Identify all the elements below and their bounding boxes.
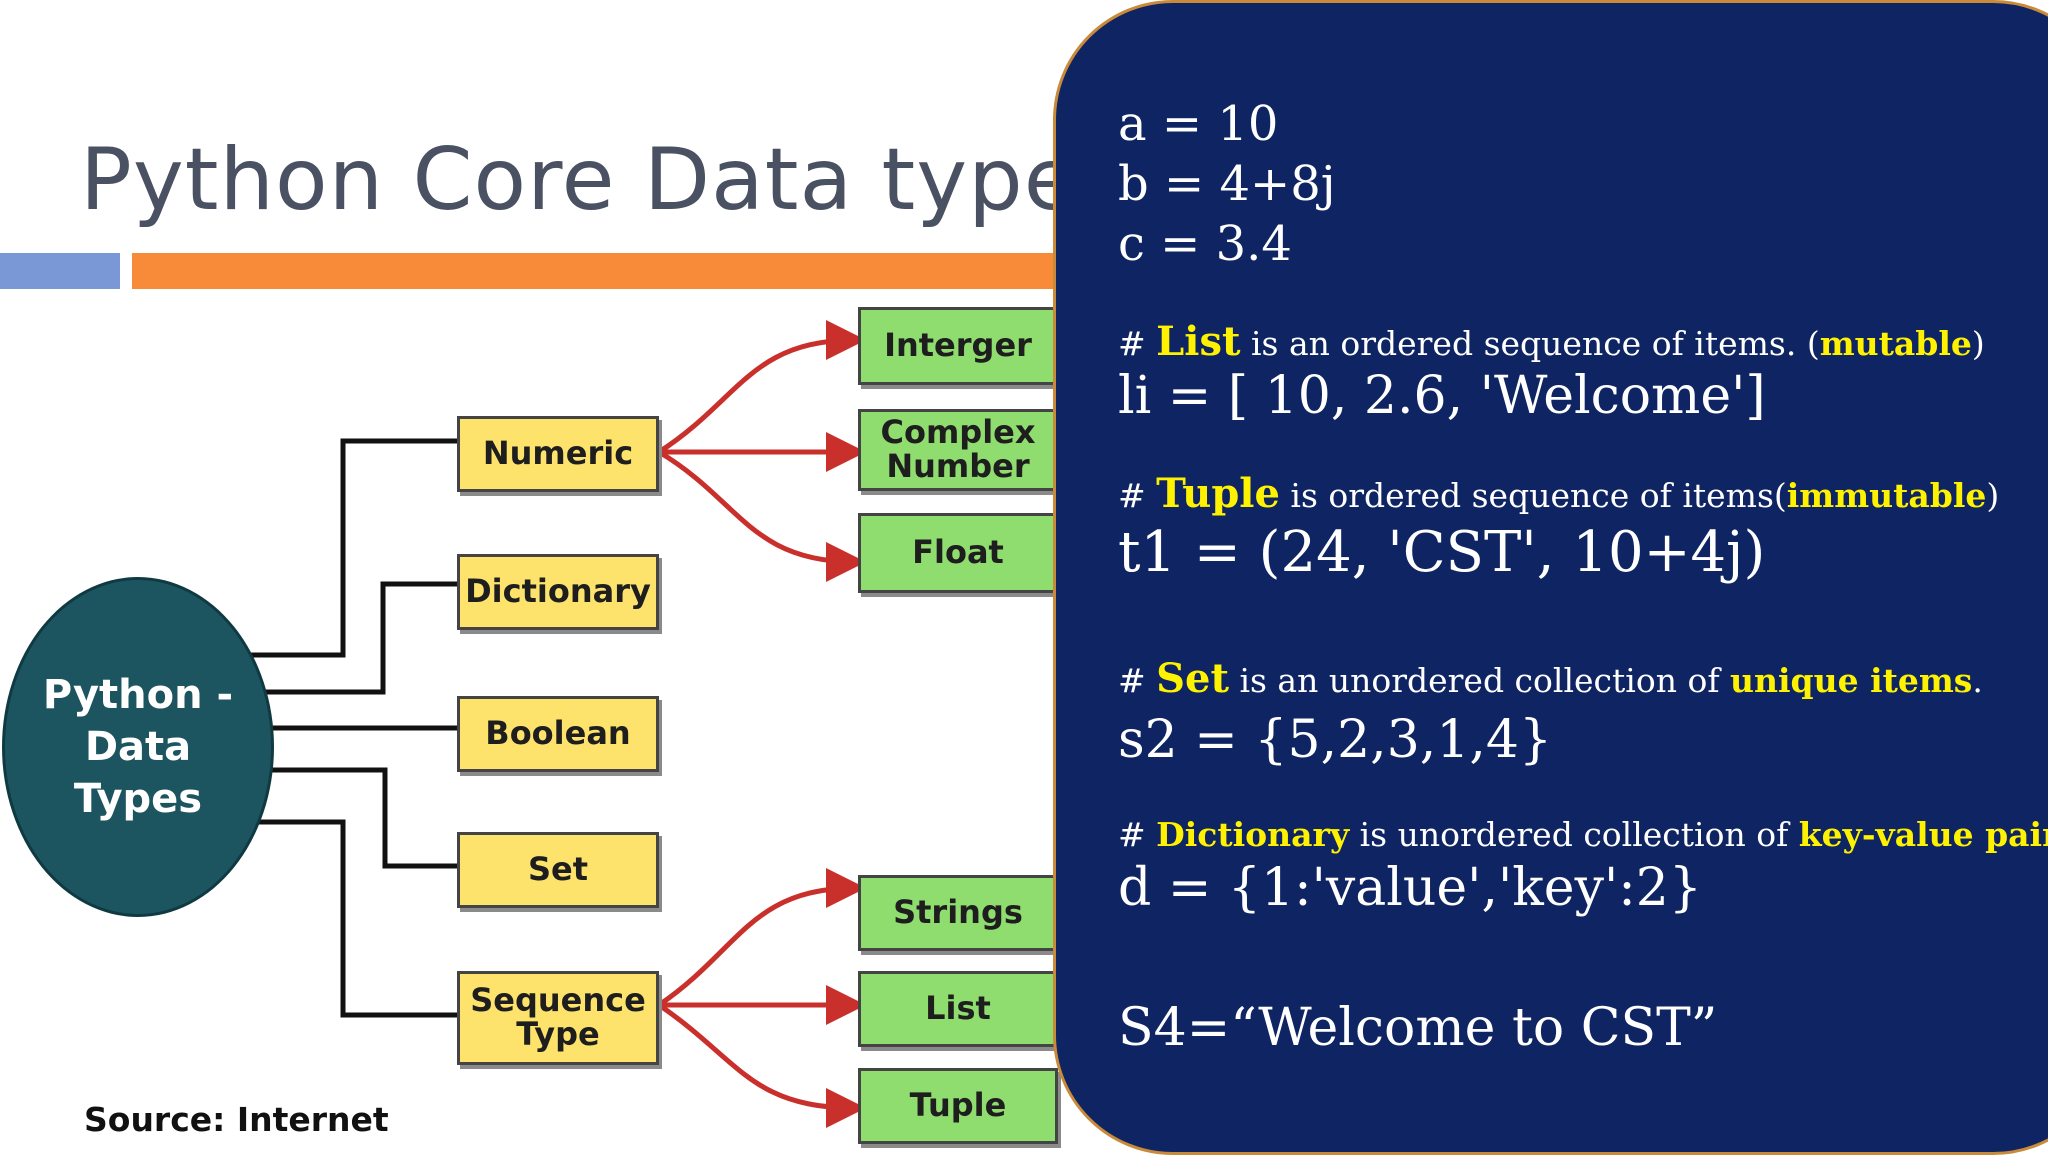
set-unique-items-highlight: unique items <box>1730 661 1973 700</box>
dictionary-comment: # Dictionary is unordered collection of … <box>1118 815 2048 854</box>
list-comment: # List is an ordered sequence of items. … <box>1118 318 1985 365</box>
set-code: s2 = {5,2,3,1,4} <box>1118 710 1553 770</box>
title-accent-bar-orange <box>132 253 1132 289</box>
list-keyword: List <box>1156 318 1241 365</box>
tuple-keyword: Tuple <box>1156 470 1280 517</box>
tuple-comment-text: is ordered sequence of items( <box>1279 476 1787 515</box>
node-dictionary: Dictionary <box>457 554 659 630</box>
code-line-c: c = 3.4 <box>1118 216 1292 272</box>
connector-set <box>268 767 458 869</box>
node-strings: Strings <box>858 875 1058 951</box>
set-comment-hash: # <box>1118 661 1157 700</box>
node-tuple: Tuple <box>858 1068 1058 1144</box>
connector-sequence <box>258 819 458 1018</box>
code-line-b: b = 4+8j <box>1118 156 1336 212</box>
dictionary-comment-text: is unordered collection of <box>1349 815 1799 854</box>
arrow-to-interger <box>657 320 866 455</box>
list-comment-hash: # <box>1118 324 1157 363</box>
list-comment-text: is an ordered sequence of items. ( <box>1240 324 1820 363</box>
string-code: S4=“Welcome to CST” <box>1118 998 1718 1058</box>
tuple-comment-hash: # <box>1118 476 1157 515</box>
slide-title: Python Core Data types <box>80 130 1124 230</box>
tuple-comment: # Tuple is ordered sequence of items(imm… <box>1118 470 1999 517</box>
set-comment: # Set is an unordered collection of uniq… <box>1118 655 1983 702</box>
node-list: List <box>858 971 1058 1047</box>
arrow-to-float <box>657 449 866 582</box>
root-node-label: Python - Data Types <box>42 672 234 822</box>
connector-numeric <box>250 438 458 658</box>
tuple-immutable-highlight: immutable <box>1786 476 1987 515</box>
title-accent-bar-blue <box>0 253 120 289</box>
root-node-python-data-types: Python - Data Types <box>2 577 274 917</box>
source-credit: Source: Internet <box>84 1100 389 1139</box>
dictionary-keyword: Dictionary <box>1156 815 1350 854</box>
list-code: li = [ 10, 2.6, 'Welcome'] <box>1118 366 1766 426</box>
code-line-a: a = 10 <box>1118 96 1279 152</box>
list-mutable-highlight: mutable <box>1819 324 1972 363</box>
node-complex-number: Complex Number <box>858 409 1058 491</box>
arrow-to-strings <box>657 868 866 1008</box>
dictionary-code: d = {1:'value','key':2} <box>1118 858 1702 918</box>
tuple-code: t1 = (24, 'CST', 10+4j) <box>1118 520 1766 585</box>
arrow-to-tuple <box>657 1002 866 1128</box>
set-comment-text: is an unordered collection of <box>1228 661 1731 700</box>
dictionary-comment-hash: # <box>1118 815 1157 854</box>
node-boolean: Boolean <box>457 696 659 772</box>
node-numeric: Numeric <box>457 416 659 492</box>
node-sequence-type: Sequence Type <box>457 971 659 1065</box>
node-set: Set <box>457 832 659 908</box>
set-keyword: Set <box>1156 655 1229 702</box>
node-interger: Interger <box>858 307 1058 385</box>
connector-dictionary <box>262 581 458 695</box>
tuple-comment-end: ) <box>1986 476 2000 515</box>
set-comment-end: . <box>1972 661 1983 700</box>
code-panel <box>1053 0 2048 1155</box>
node-float: Float <box>858 513 1058 593</box>
dictionary-key-value-highlight: key-value pairs <box>1798 815 2048 854</box>
list-comment-end: ) <box>1971 324 1985 363</box>
